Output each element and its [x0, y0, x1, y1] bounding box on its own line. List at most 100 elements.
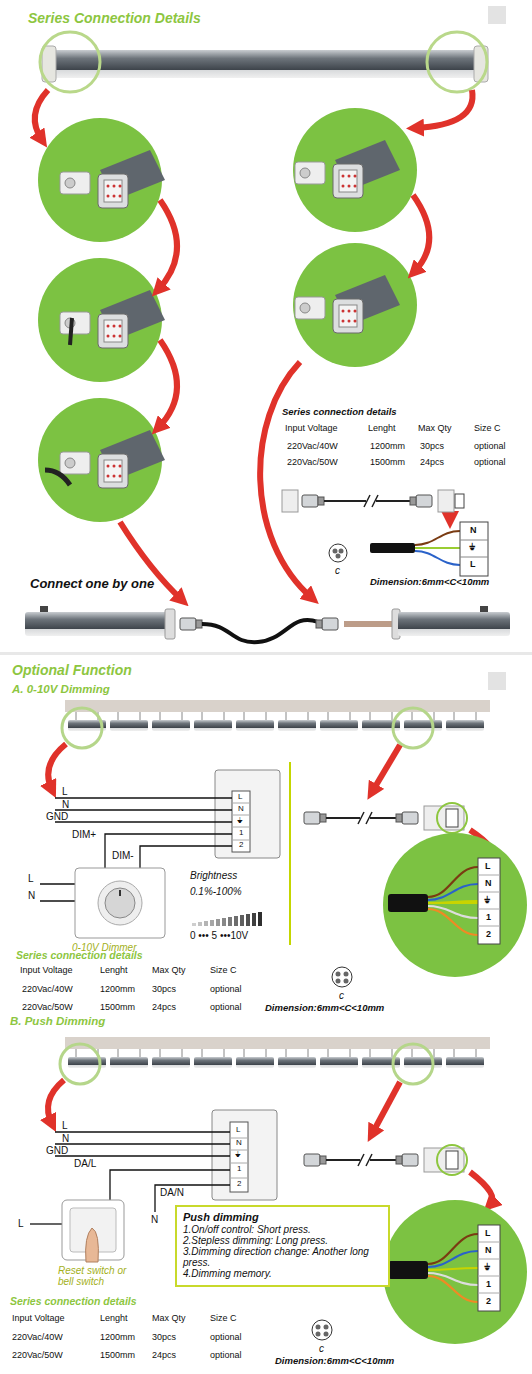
note: 0.1%-100% [190, 886, 242, 897]
brightness-bar [234, 916, 238, 926]
hanger [454, 712, 476, 720]
lamp [404, 720, 442, 731]
table-cell: 1200mm [100, 985, 135, 995]
section-heading: A. 0-10V Dimming [12, 683, 110, 696]
table-cell: 30pcs [152, 1333, 176, 1343]
dimension: Dimension:6mm<C<10mm [275, 1356, 394, 1366]
hanger [160, 1049, 182, 1057]
dimension: Dimension:6mm<C<10mm [265, 1003, 384, 1013]
note: c [339, 990, 344, 1001]
terminal-label: ⏚ [237, 817, 243, 826]
box-item: 4.Dimming memory. [183, 1268, 382, 1279]
terminal-label: 1 [239, 829, 243, 838]
hanger [244, 1049, 266, 1057]
lamp [404, 1057, 442, 1068]
lamp [152, 1057, 190, 1068]
table-cell: optional [474, 442, 506, 452]
terminal-label: ⏚ [235, 1151, 241, 1160]
terminal-label: 1 [486, 913, 491, 923]
wire-label: N [28, 890, 35, 901]
hanger [118, 1049, 140, 1057]
table-cell: 220Vac/50W [22, 1003, 73, 1013]
box-item: 3.Dimming direction change: Another long… [183, 1246, 382, 1268]
table-cell: optional [210, 985, 242, 995]
lamp [236, 720, 274, 731]
terminal-label: N [470, 526, 477, 536]
step-note: Connect one by one [30, 577, 154, 591]
table-cell: optional [210, 1351, 242, 1361]
wire-label: DA/N [160, 1187, 184, 1198]
terminal-label: 2 [486, 1297, 491, 1307]
terminal-label: ⏚ [484, 1263, 490, 1273]
terminal-label: L [485, 1229, 491, 1239]
terminal-label: L [238, 793, 242, 802]
table-cell: 1500mm [100, 1003, 135, 1013]
terminal-label: L [236, 1126, 240, 1135]
lamp [278, 1057, 316, 1068]
terminal-label: 2 [239, 841, 243, 850]
wire-label: GND [46, 811, 68, 822]
terminal-label: 2 [237, 1180, 241, 1189]
hanger [370, 712, 392, 720]
table-cell: Max Qty [418, 424, 452, 434]
device-label: Reset switch or bell switch [58, 1265, 142, 1287]
section-heading: Optional Function [12, 663, 132, 678]
terminal-label: 1 [486, 1280, 491, 1290]
brightness-bar [246, 914, 250, 926]
terminal-label: ⏚ [469, 543, 475, 553]
table-cell: 1200mm [370, 442, 405, 452]
table-cell: Max Qty [152, 966, 186, 976]
lamp [110, 1057, 148, 1068]
brightness-bar [240, 915, 244, 926]
terminal-label: L [485, 862, 491, 872]
table-cell: Input Voltage [12, 1314, 65, 1324]
lamp [194, 720, 232, 731]
wire-label: DIM- [112, 850, 134, 861]
wire-label: N [62, 1133, 69, 1144]
brightness-bar [222, 918, 226, 926]
table-cell: Lenght [368, 424, 396, 434]
table-cell: 220Vac/50W [287, 458, 338, 468]
hanger [286, 712, 308, 720]
wire-label: GND [46, 1145, 68, 1156]
hanger [160, 712, 182, 720]
table-cell: optional [210, 1333, 242, 1343]
terminal-label: N [485, 1246, 492, 1256]
section-heading: B. Push Dimming [10, 1015, 105, 1028]
lamp [278, 720, 316, 731]
note: c [335, 565, 340, 576]
brightness-bar [210, 920, 214, 926]
brightness-bar [198, 922, 202, 926]
table-cell: 220Vac/40W [22, 985, 73, 995]
note: c [319, 1343, 324, 1354]
table-cell: 30pcs [152, 985, 176, 995]
hanger [244, 712, 266, 720]
lamp [236, 1057, 274, 1068]
hanger [328, 712, 350, 720]
table-cell: 24pcs [152, 1003, 176, 1013]
table-cell: 220Vac/50W [12, 1351, 63, 1361]
brightness-bar [216, 919, 220, 926]
table-cell: 24pcs [152, 1351, 176, 1361]
box-heading: Push dimming [183, 1211, 382, 1223]
terminal-label: N [236, 1139, 242, 1148]
lamp [446, 1057, 484, 1068]
terminal-label: L [470, 560, 476, 570]
table-title: Series connection details [10, 1296, 137, 1308]
info-box: Push dimming1.On/off control: Short pres… [175, 1205, 390, 1287]
table-cell: 1500mm [370, 458, 405, 468]
lamp [446, 720, 484, 731]
brightness-bar [228, 917, 232, 926]
table-cell: Size C [210, 1314, 237, 1324]
lamp [194, 1057, 232, 1068]
wire-label: N [62, 799, 69, 810]
table-cell: 30pcs [420, 442, 444, 452]
table-cell: Max Qty [152, 1314, 186, 1324]
table-cell: Lenght [100, 1314, 128, 1324]
note: Brightness [190, 870, 237, 881]
wire-label: L [62, 1120, 68, 1131]
terminal-label: N [238, 805, 244, 814]
wire-label: N [151, 1214, 158, 1225]
brightness-bar [204, 921, 208, 926]
hanger [370, 1049, 392, 1057]
